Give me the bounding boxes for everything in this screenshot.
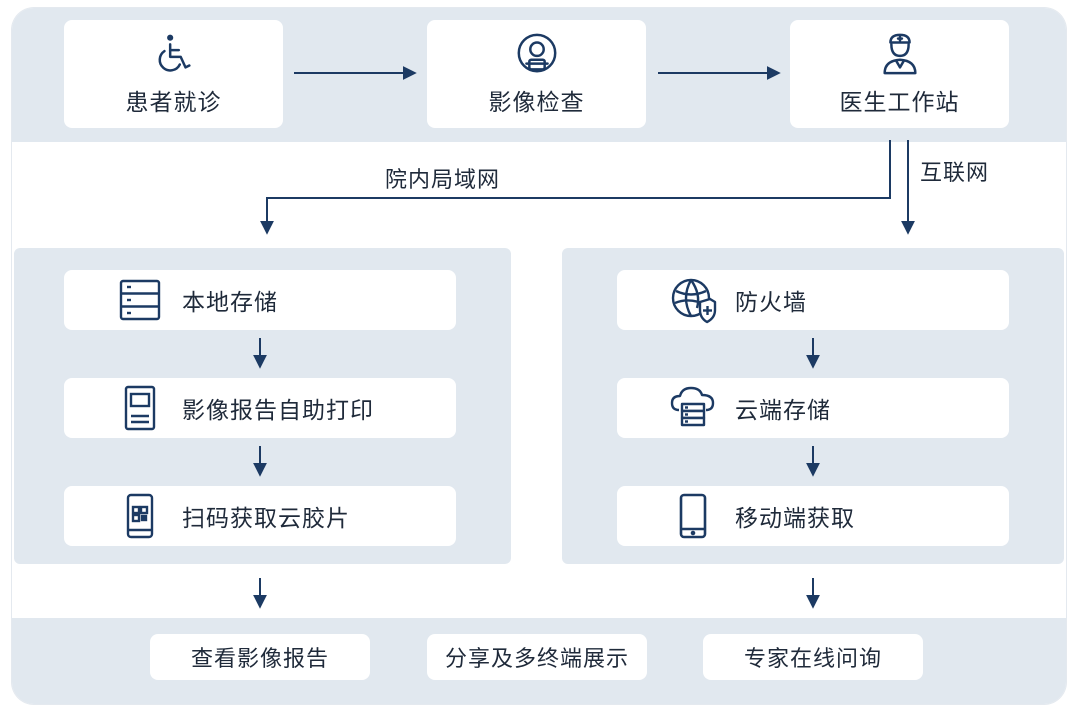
wheelchair-icon (158, 34, 191, 72)
doctor-icon (882, 33, 917, 75)
self-service-print-box: 影像报告自助打印 (64, 378, 456, 438)
scan-cloud-film-box: 扫码获取云胶片 (64, 486, 456, 546)
arrow-lan-path (260, 140, 891, 235)
row-label: 本地存储 (182, 290, 278, 316)
firewall-box: 防火墙 (617, 270, 1009, 330)
internet-label: 互联网 (920, 161, 990, 186)
kiosk-printer-icon (124, 385, 156, 431)
output-view-report: 查看影像报告 (150, 634, 370, 680)
output-expert-consult: 专家在线问询 (703, 634, 923, 680)
scanner-icon (517, 33, 556, 73)
row-label: 防火墙 (735, 290, 807, 316)
step-doctor-workstation: 医生工作站 (790, 20, 1009, 128)
step-label: 医生工作站 (839, 90, 960, 116)
cloud-storage-box: 云端存储 (617, 378, 1009, 438)
local-storage-box: 本地存储 (64, 270, 456, 330)
step-label: 影像检查 (488, 90, 585, 116)
step-label: 患者就诊 (125, 90, 222, 116)
server-storage-icon (119, 279, 161, 321)
row-label: 云端存储 (735, 398, 831, 424)
lan-label: 院内局域网 (385, 168, 501, 193)
step-patient-visit: 患者就诊 (64, 20, 283, 128)
step-imaging-exam: 影像检查 (427, 20, 646, 128)
mobile-access-box: 移动端获取 (617, 486, 1009, 546)
mobile-phone-icon (679, 493, 707, 539)
globe-shield-icon (671, 278, 717, 324)
row-label: 扫码获取云胶片 (182, 506, 350, 532)
row-label: 移动端获取 (735, 506, 855, 532)
output-share-multi-terminal: 分享及多终端展示 (427, 634, 647, 680)
qr-phone-icon (126, 493, 154, 539)
diagram-frame: 患者就诊 影像检查 医生工作站 院内局域网 互联网 (12, 8, 1066, 704)
cloud-server-icon (670, 386, 715, 427)
connector-lines (253, 66, 915, 609)
row-label: 影像报告自助打印 (182, 398, 374, 424)
